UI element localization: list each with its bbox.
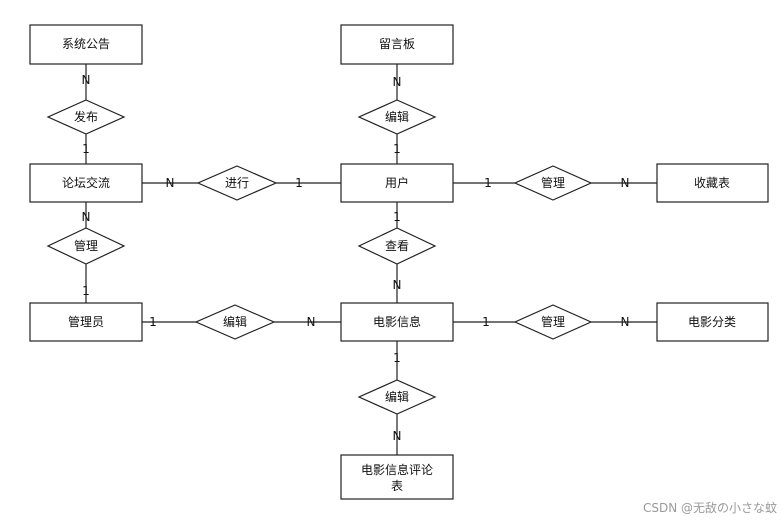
card-manage-admin: 1 — [82, 284, 90, 298]
entity-notice — [29, 24, 143, 65]
entity-user — [340, 163, 454, 203]
entity-review — [340, 454, 454, 500]
entity-movie-label: 电影信息 — [373, 314, 421, 329]
relation-publish-label: 发布 — [74, 109, 98, 124]
card-forum-manage: N — [82, 210, 91, 224]
relation-edit-board-label: 编辑 — [385, 109, 409, 124]
card-user-manage: 1 — [484, 176, 492, 190]
entity-notice-label: 系统公告 — [62, 37, 110, 51]
entity-category — [656, 302, 769, 342]
entity-movie — [340, 302, 454, 342]
entity-user-label: 用户 — [385, 175, 409, 190]
card-edit-movie: N — [307, 315, 316, 329]
entity-favorites-label: 收藏表 — [694, 176, 730, 190]
relation-conduct — [196, 165, 278, 201]
relation-manage-category-label: 管理 — [541, 314, 565, 329]
relation-edit-review-label: 编辑 — [385, 389, 409, 404]
relation-manage-category — [513, 304, 593, 340]
card-forum-conduct: N — [166, 176, 175, 190]
card-publish-forum: 1 — [82, 142, 90, 156]
entity-review-label-line1: 电影信息评论 — [361, 462, 433, 477]
entity-admin — [29, 302, 143, 342]
card-admin-edit: 1 — [149, 315, 157, 329]
relation-edit-movie — [194, 304, 276, 340]
entity-category-label: 电影分类 — [688, 315, 736, 329]
card-notice-publish: N — [82, 73, 91, 87]
entity-forum-label: 论坛交流 — [62, 175, 110, 190]
relation-manage-favorites — [513, 165, 593, 201]
relation-edit-movie-label: 编辑 — [223, 314, 247, 329]
card-conduct-user: 1 — [295, 176, 303, 190]
relation-view-label: 查看 — [385, 239, 409, 253]
relation-edit-board — [357, 99, 437, 135]
card-edit-user: 1 — [393, 142, 401, 156]
watermark: CSDN @无敌の小さな蚊 — [642, 501, 777, 515]
card-movie-edit: 1 — [393, 351, 401, 365]
relation-edit-review — [357, 379, 437, 415]
relation-manage-forum — [46, 227, 126, 265]
entity-forum — [29, 163, 143, 203]
card-view-movie: N — [393, 278, 402, 292]
card-user-view: 1 — [393, 210, 401, 224]
entity-review-label-line2: 表 — [391, 479, 403, 493]
entity-board-label: 留言板 — [379, 37, 415, 51]
entity-favorites — [656, 163, 769, 203]
entity-board — [340, 24, 454, 65]
relation-publish — [46, 99, 126, 135]
card-manage-favorites: N — [621, 176, 630, 190]
relation-conduct-label: 进行 — [225, 176, 249, 190]
card-edit-review: N — [393, 429, 402, 443]
card-board-edit: N — [393, 75, 402, 89]
relation-manage-favorites-label: 管理 — [541, 175, 565, 190]
relation-manage-forum-label: 管理 — [74, 238, 98, 253]
entity-admin-label: 管理员 — [68, 314, 104, 329]
card-manage-category: N — [621, 315, 630, 329]
card-movie-manage: 1 — [482, 315, 490, 329]
relation-view — [357, 227, 437, 265]
